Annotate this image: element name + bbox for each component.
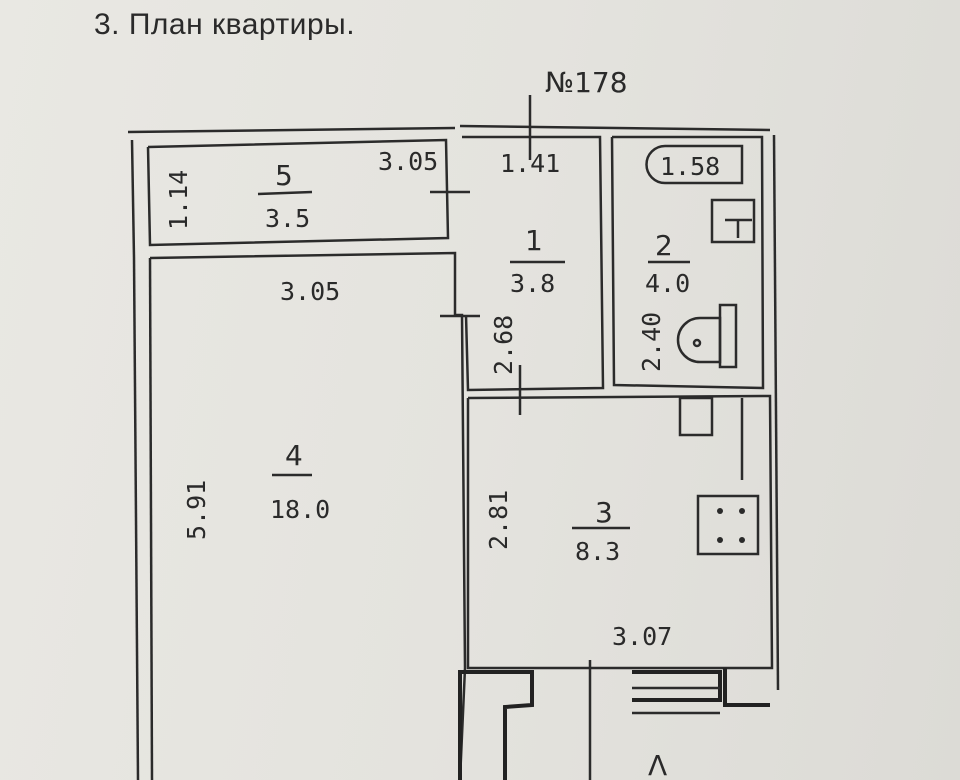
outer-wall-left-balcony bbox=[130, 139, 136, 259]
room-2-number: 2 bbox=[655, 229, 673, 262]
room-3-length: 2.81 bbox=[484, 490, 513, 550]
entrance-mark: Λ bbox=[648, 749, 667, 780]
toilet-icon bbox=[676, 316, 722, 364]
room-5-length: 1.14 bbox=[164, 170, 193, 230]
room-5: 5 3.5 1.14 3.05 bbox=[146, 138, 470, 247]
stove-icon bbox=[696, 494, 760, 556]
room-4: 3.05 4 18.0 5.91 bbox=[148, 251, 480, 780]
room-3-area: 8.3 bbox=[575, 537, 620, 566]
room-2-width: 1.58 bbox=[660, 152, 720, 181]
room-4-area: 18.0 bbox=[270, 495, 330, 524]
room-3-width: 3.07 bbox=[612, 622, 672, 651]
room-5-area: 3.5 bbox=[265, 204, 310, 233]
outer-wall-top-left bbox=[127, 126, 456, 134]
bathtub-icon bbox=[645, 144, 744, 185]
room-2-length: 2.40 bbox=[637, 312, 666, 372]
room-5-width: 3.05 bbox=[378, 147, 438, 176]
room-1-length: 2.68 bbox=[489, 315, 518, 375]
room-3-number: 3 bbox=[595, 496, 613, 529]
room-1: 1.41 1 3.8 2.68 bbox=[462, 135, 605, 415]
room-5-number: 5 bbox=[275, 159, 293, 192]
plan-number: №178 bbox=[545, 66, 628, 99]
room-2-area: 4.0 bbox=[645, 269, 690, 298]
room-3: 3 8.3 2.81 3.07 bbox=[466, 394, 774, 670]
room-2: 1.58 2 4.0 2.40 bbox=[610, 135, 765, 390]
room-4-length: 5.91 bbox=[182, 480, 211, 540]
outer-wall-top-right bbox=[459, 124, 771, 132]
room-1-width: 1.41 bbox=[500, 149, 560, 178]
outer-wall-left bbox=[132, 257, 140, 780]
entrance: Λ bbox=[458, 660, 770, 780]
room-1-area: 3.8 bbox=[510, 269, 555, 298]
sink-icon bbox=[710, 198, 756, 244]
room-4-number: 4 bbox=[285, 439, 303, 472]
room-4-width: 3.05 bbox=[280, 277, 340, 306]
room-1-number: 1 bbox=[525, 224, 543, 257]
outer-wall-right bbox=[772, 134, 780, 691]
section-title: 3. План квартиры. bbox=[94, 8, 356, 41]
